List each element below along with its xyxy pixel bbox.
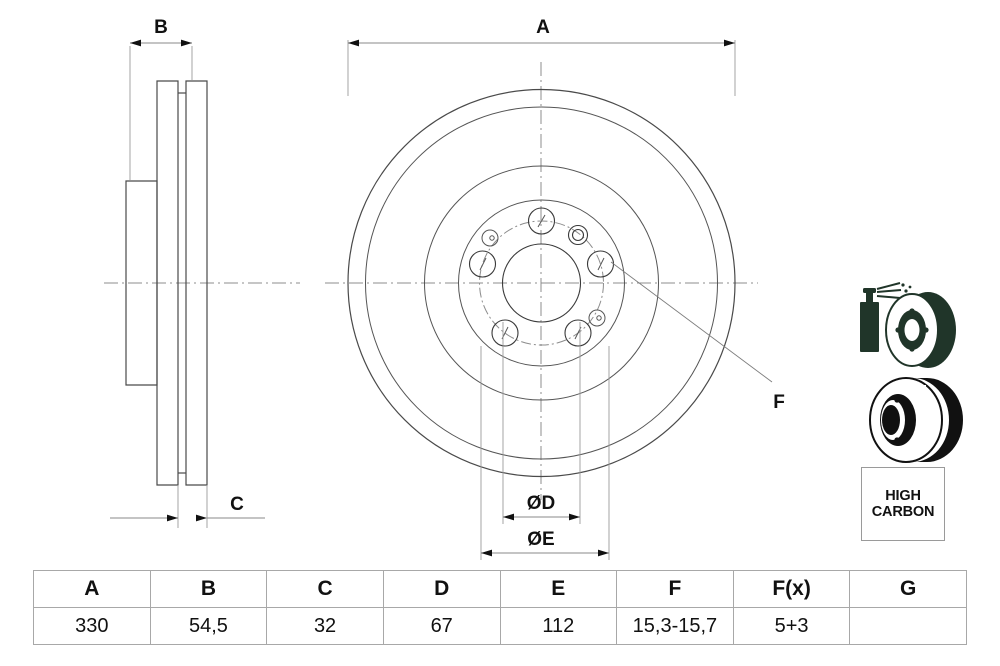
coated-disc-bolt	[909, 346, 915, 352]
coated-disc-bolt	[909, 308, 915, 314]
bolt-hole-chamfer-tick	[537, 214, 546, 228]
vented-disc-bolt	[894, 437, 900, 443]
locating-hole-small	[481, 229, 499, 247]
spray-can-body	[860, 302, 879, 352]
dimension-b: B	[130, 17, 192, 47]
countersunk-hole-inner	[571, 228, 585, 242]
locating-hole-small	[588, 309, 606, 327]
spray-coated-disc-icon	[860, 282, 956, 368]
spec-header-b: B	[149, 570, 268, 608]
front-face-view: A ØD ØE F	[325, 17, 785, 560]
hub-bell-profile	[125, 180, 158, 386]
dimension-c: C	[110, 485, 265, 528]
spec-header-a: A	[33, 570, 151, 608]
spec-table-value-row: 330 54,5 32 67 112 15,3-15,7 5+3	[33, 607, 967, 645]
spec-value-fx: 5+3	[732, 607, 851, 645]
spec-header-e: E	[499, 570, 618, 608]
bolt-hole	[468, 250, 497, 278]
high-carbon-line-1: HIGH	[885, 487, 921, 504]
dimension-e-label: ØE	[527, 529, 554, 550]
coated-disc-face-edge	[885, 293, 939, 367]
high-carbon-line-2: CARBON	[871, 504, 935, 520]
dimension-d-label: ØD	[527, 493, 556, 514]
dimension-b-label: B	[154, 17, 168, 38]
dimension-d: ØD	[502, 322, 581, 524]
spec-value-f: 15,3-15,7	[616, 607, 734, 645]
locating-hole-small-center	[489, 235, 495, 241]
spray-can-neck	[866, 292, 873, 302]
countersunk-hole-outer	[567, 224, 589, 246]
coated-disc-bore	[904, 319, 920, 341]
spec-table-header-row: A B C D E F F(x) G	[33, 570, 967, 608]
spec-value-d: 67	[382, 607, 501, 645]
dimension-c-label: C	[230, 494, 244, 515]
vented-brake-disc-icon	[869, 377, 963, 463]
hub-bell-outer-circle	[424, 165, 659, 401]
disc-outer-edge	[347, 88, 736, 478]
friction-surface-inner-edge	[365, 106, 718, 460]
vented-disc-bore	[882, 405, 900, 435]
spec-header-g: G	[849, 570, 967, 608]
dimension-f-label: F	[773, 392, 785, 413]
bolt-hole-chamfer-tick	[479, 257, 487, 271]
spec-value-b: 54,5	[149, 607, 268, 645]
spec-value-e: 112	[499, 607, 618, 645]
bolt-hole-chamfer-tick	[597, 257, 605, 271]
spec-header-fx: F(x)	[732, 570, 851, 608]
dimension-a: A	[347, 17, 736, 96]
spray-can-nozzle	[863, 288, 876, 293]
spec-header-d: D	[382, 570, 501, 608]
dimension-f-leader-line	[610, 261, 773, 383]
vented-disc-vane-band	[913, 378, 963, 462]
bolt-hole	[527, 207, 556, 235]
high-carbon-badge: HIGH CARBON	[861, 467, 945, 541]
vented-disc-bolt	[894, 397, 900, 403]
locating-hole-small-center	[596, 315, 602, 321]
spec-value-a: 330	[33, 607, 151, 645]
spec-value-g	[849, 607, 967, 645]
hub-flange-circle	[458, 199, 625, 367]
dimension-e: ØE	[480, 346, 610, 560]
vented-disc-vanes	[915, 385, 932, 453]
spray-mist	[876, 282, 912, 299]
dimension-f: F	[610, 261, 785, 413]
dimension-a-label: A	[536, 17, 550, 38]
spec-value-c: 32	[266, 607, 384, 645]
spec-header-c: C	[266, 570, 384, 608]
side-section-view: B C	[104, 17, 300, 528]
center-bore	[501, 243, 582, 323]
spec-header-f: F	[616, 570, 734, 608]
bolt-hole	[564, 319, 592, 347]
specification-table: A B C D E F F(x) G 330 54,5 32 67 112 15…	[33, 570, 967, 645]
coated-disc-bolt	[895, 327, 901, 333]
coated-disc-bolt	[923, 327, 929, 333]
bolt-hole	[491, 319, 519, 347]
